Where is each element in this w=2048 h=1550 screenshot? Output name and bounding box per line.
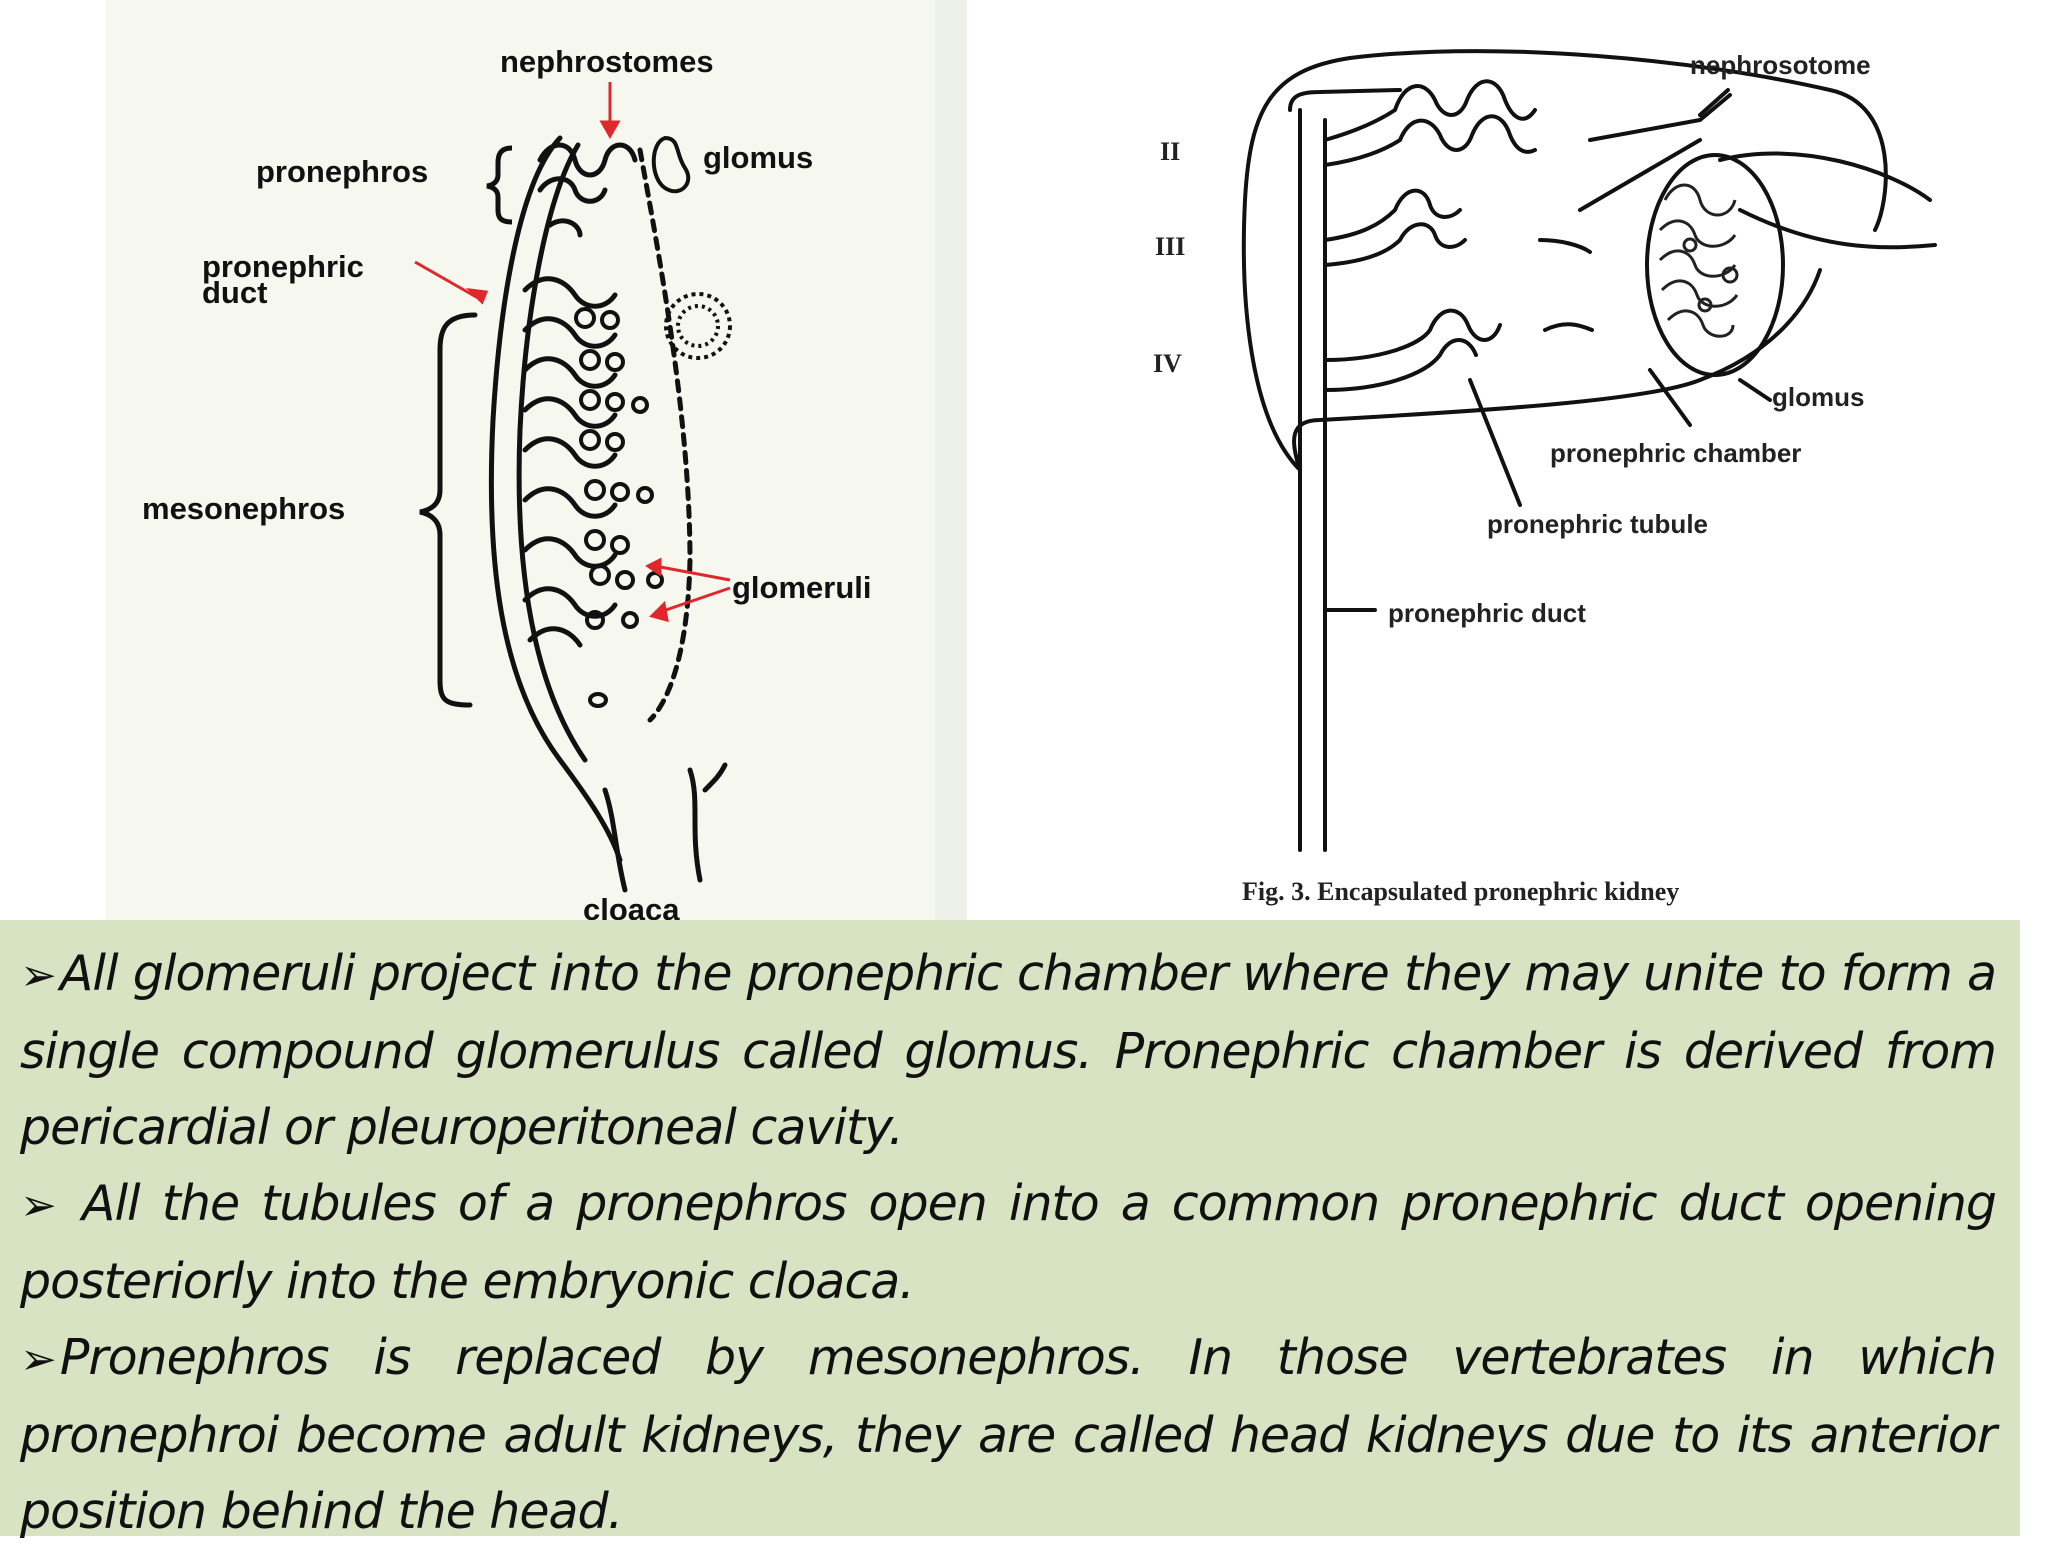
arrow-glomeruli-1 — [645, 557, 662, 577]
paragraph-3: ➢Pronephros is replaced by mesonephros. … — [20, 1320, 1997, 1550]
paragraph-1: ➢All glomeruli project into the pronephr… — [20, 936, 1997, 1166]
label-glomeruli: glomeruli — [732, 570, 872, 605]
pronephros-brace — [486, 145, 513, 225]
arrow-nephrostomes — [599, 120, 621, 140]
left-kidney-diagram: nephrostomes pronephros glomus pronephri… — [142, 44, 872, 920]
label-pronephros: pronephros — [256, 154, 428, 189]
paragraph-2: ➢ All the tubules of a pronephros open i… — [20, 1166, 1997, 1320]
bullet-arrow-icon: ➢ — [20, 1180, 57, 1231]
paragraph-2-text: All the tubules of a pronephros open int… — [20, 1175, 1997, 1310]
label-cloaca: cloaca — [583, 892, 680, 920]
label-pronephric-duct-line2: duct — [202, 275, 267, 310]
glomus-shape — [651, 135, 691, 194]
label-pronephric-duct-line1: pronephric — [202, 249, 364, 284]
label-mesonephros: mesonephros — [142, 491, 345, 526]
pronephric-duct-outline — [488, 135, 623, 863]
glomerulus-shape — [664, 292, 732, 360]
arrow-glomeruli-2 — [649, 600, 669, 623]
text-box: ➢All glomeruli project into the pronephr… — [0, 920, 2020, 1540]
right-figure-panel — [967, 0, 2048, 920]
paragraph-1-text: All glomeruli project into the pronephri… — [20, 945, 1997, 1156]
mesonephros-brace — [419, 312, 478, 708]
paragraph-3-text: Pronephros is replaced by mesonephros. I… — [20, 1329, 1997, 1540]
bullet-arrow-icon: ➢ — [20, 1334, 57, 1385]
arrow-pronephric-duct — [465, 287, 489, 305]
label-nephrostomes: nephrostomes — [500, 44, 714, 79]
bullet-arrow-icon: ➢ — [20, 950, 57, 1001]
panel-separator — [935, 0, 967, 920]
label-glomus: glomus — [703, 140, 813, 175]
